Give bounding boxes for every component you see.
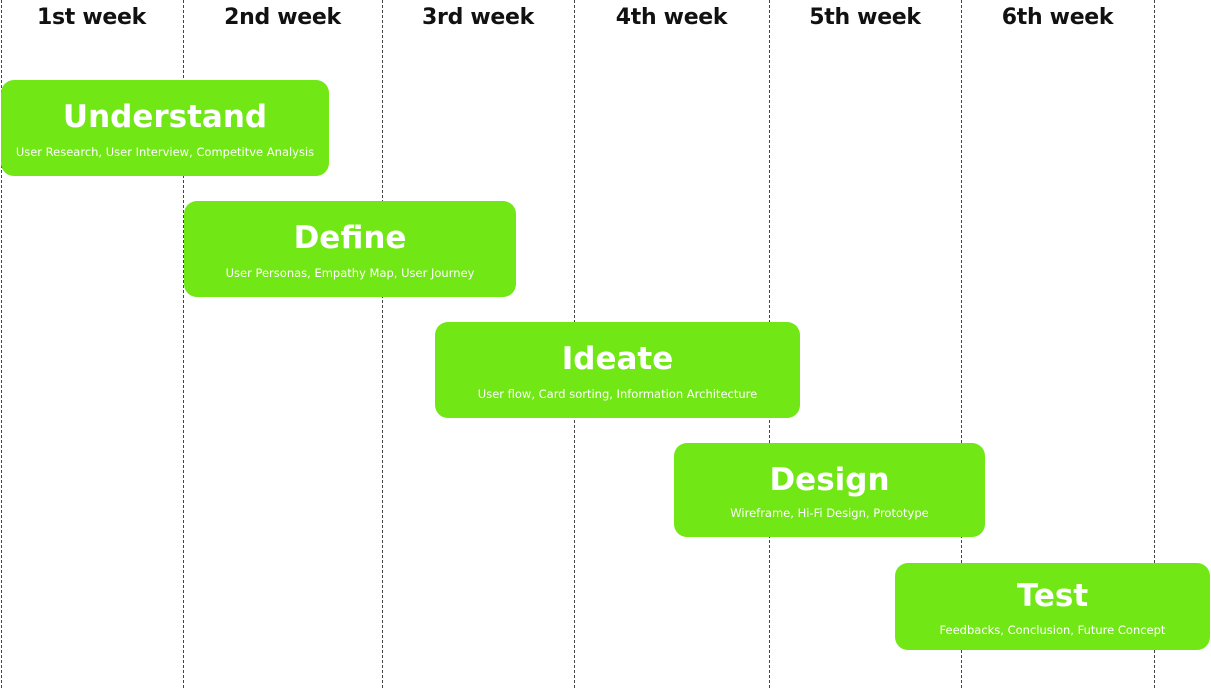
week-label-5: 5th week bbox=[809, 5, 921, 30]
phase-title: Define bbox=[293, 220, 407, 256]
phase-title: Design bbox=[769, 462, 890, 498]
week-label-3: 3rd week bbox=[422, 5, 534, 30]
week-label-4: 4th week bbox=[615, 5, 728, 30]
phase-activities: User Personas, Empathy Map, User Journey bbox=[225, 266, 475, 280]
phase-activities: Wireframe, Hi-Fi Design, Prototype bbox=[730, 506, 929, 520]
phase-title: Test bbox=[1016, 578, 1089, 614]
week-divider bbox=[1, 0, 2, 688]
week-divider bbox=[961, 0, 962, 688]
phase-title: Understand bbox=[62, 99, 268, 135]
phase-activities: Feedbacks, Conclusion, Future Concept bbox=[939, 623, 1166, 637]
phase-design: Design Wireframe, Hi-Fi Design, Prototyp… bbox=[674, 443, 985, 537]
week-label-2: 2nd week bbox=[224, 5, 341, 30]
week-divider bbox=[1154, 0, 1155, 688]
phase-understand: Understand User Research, User Interview… bbox=[1, 80, 329, 176]
phase-test: Test Feedbacks, Conclusion, Future Conce… bbox=[895, 563, 1210, 650]
phase-title: Ideate bbox=[561, 341, 674, 377]
week-label-1: 1st week bbox=[37, 5, 146, 30]
week-divider bbox=[382, 0, 383, 688]
phase-ideate: Ideate User flow, Card sorting, Informat… bbox=[435, 322, 800, 418]
phase-activities: User flow, Card sorting, Information Arc… bbox=[477, 387, 758, 401]
phase-define: Define User Personas, Empathy Map, User … bbox=[184, 201, 516, 297]
phase-activities: User Research, User Interview, Competitv… bbox=[15, 145, 315, 159]
week-label-6: 6th week bbox=[1001, 5, 1114, 30]
week-divider bbox=[183, 0, 184, 688]
